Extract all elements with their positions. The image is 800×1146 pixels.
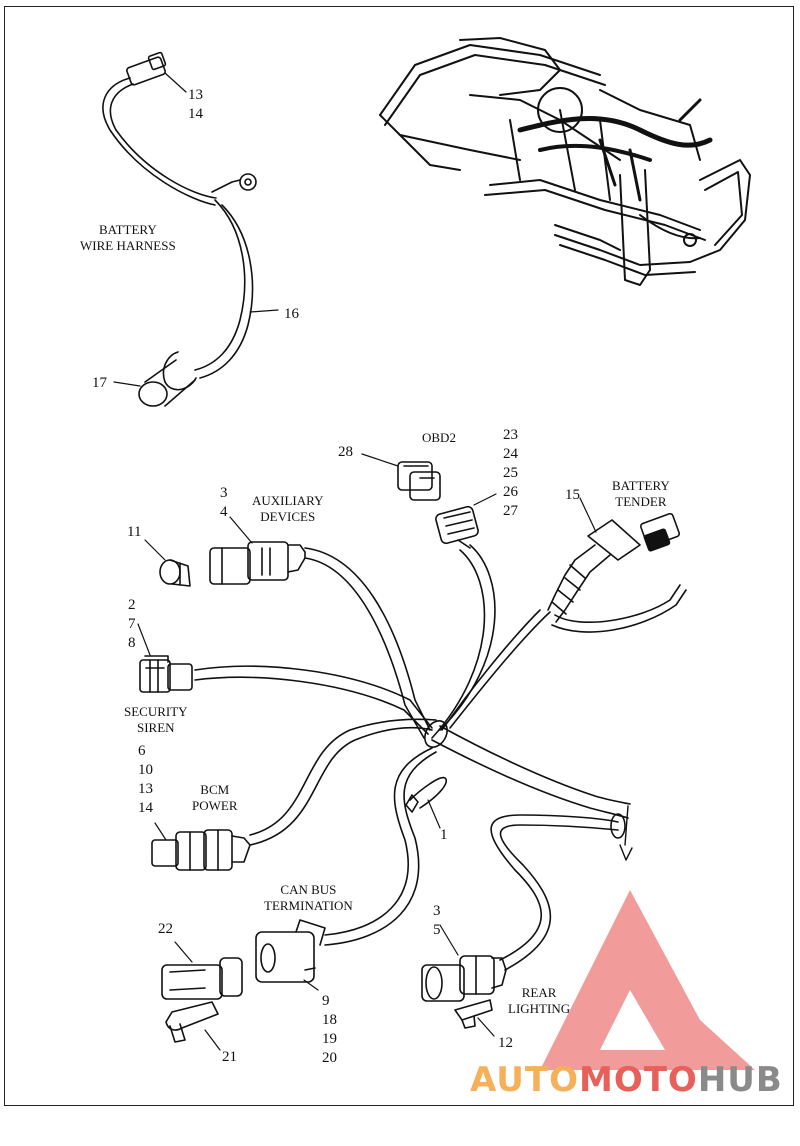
callout-22: 22 <box>158 921 173 937</box>
battery-wire-harness <box>102 51 257 407</box>
watermark-part1: AUTO <box>470 1060 579 1100</box>
callout-1: 1 <box>440 827 448 843</box>
rear-lighting-connector <box>421 955 507 1002</box>
obd2-cap <box>397 461 441 501</box>
main-harness <box>194 544 687 971</box>
callout-15: 15 <box>565 487 580 503</box>
obd2-label: OBD2 <box>422 430 456 445</box>
diagram-frame <box>4 6 794 1106</box>
connector-22 <box>161 957 243 1000</box>
clip-12 <box>454 999 493 1029</box>
leader-lines <box>113 72 597 1051</box>
watermark-logo-icon <box>540 890 755 1070</box>
clip-21 <box>165 1001 219 1043</box>
connector-cap <box>159 559 191 587</box>
callout-21: 21 <box>222 1049 237 1065</box>
callout-28: 28 <box>338 444 353 460</box>
callout-16: 16 <box>284 306 299 322</box>
callout-17: 17 <box>92 375 107 391</box>
can-bus-connector <box>255 919 326 983</box>
auxiliary-connector <box>209 541 306 585</box>
bcm-power-connector <box>151 829 251 871</box>
watermark: AUTOMOTOHUB <box>470 1060 783 1100</box>
security-siren-connector <box>139 655 193 693</box>
obd2-connector <box>435 505 479 549</box>
watermark-part3: HUB <box>697 1060 783 1100</box>
battery-tender-connector <box>547 512 681 623</box>
cable-strap <box>405 776 447 813</box>
watermark-part2: MOTO <box>578 1060 698 1100</box>
callout-12: 12 <box>498 1035 513 1051</box>
callout-11: 11 <box>127 524 142 540</box>
motorcycle-frame <box>379 37 751 286</box>
